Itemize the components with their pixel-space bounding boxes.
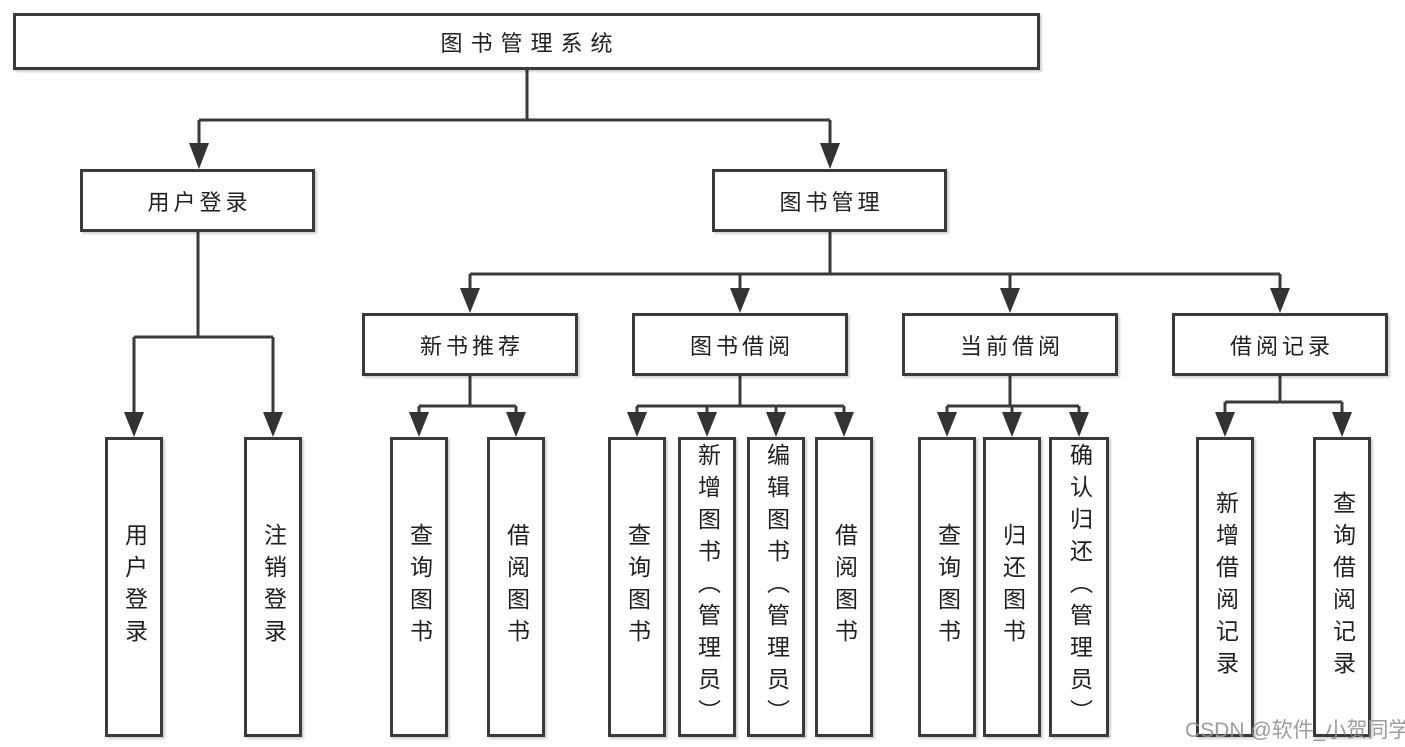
leaf-recommend-search-books: 查询图书 — [390, 437, 448, 737]
arrowhead — [1270, 288, 1290, 313]
leaf-confirm-return-admin: 确认归还（管理员） — [1049, 437, 1109, 737]
arrowhead — [1000, 288, 1020, 313]
leaf-return-books: 归还图书 — [983, 437, 1041, 737]
leaf-logout: 注销登录 — [244, 437, 302, 737]
connector-current-borrow-children — [937, 376, 1089, 437]
connector-borrow-record-children — [1215, 376, 1352, 437]
leaf-borrowing-search-books: 查询图书 — [608, 437, 666, 737]
leaf-add-borrow-record: 新增借阅记录 — [1196, 437, 1254, 737]
arrowhead — [627, 412, 647, 437]
arrowhead — [766, 412, 786, 437]
connector-user-login-children — [124, 232, 283, 437]
leaf-edit-book-admin: 编辑图书（管理员） — [747, 437, 805, 737]
arrowhead — [124, 412, 144, 437]
arrowhead — [820, 143, 840, 169]
node-library-management-system: 图书管理系统 — [13, 13, 1040, 70]
node-user-login: 用户登录 — [80, 169, 315, 232]
node-borrowing-records: 借阅记录 — [1172, 313, 1388, 376]
arrowhead — [506, 412, 526, 437]
arrowhead — [937, 412, 957, 437]
leaf-add-book-admin: 新增图书（管理员） — [678, 437, 736, 737]
arrowhead — [263, 412, 283, 437]
arrowhead — [1215, 412, 1235, 437]
leaf-current-search-books: 查询图书 — [918, 437, 976, 737]
arrowhead — [834, 412, 854, 437]
arrowhead — [697, 412, 717, 437]
connector-new-book-children — [409, 376, 526, 437]
csdn-watermark: CSDN @软件_小贺同学 — [1185, 719, 1405, 742]
node-book-management: 图书管理 — [712, 169, 947, 232]
leaf-search-borrow-record: 查询借阅记录 — [1313, 437, 1371, 737]
arrowhead — [1002, 412, 1022, 437]
connector-root-to-level2 — [189, 70, 840, 169]
arrowhead — [189, 143, 209, 169]
connector-book-management-children — [460, 232, 1290, 313]
arrowhead — [1332, 412, 1352, 437]
leaf-borrow-books: 借阅图书 — [815, 437, 873, 737]
leaf-user-login: 用户登录 — [105, 437, 163, 737]
arrowhead — [730, 288, 750, 313]
node-book-borrowing: 图书借阅 — [632, 313, 848, 376]
arrowhead — [1069, 412, 1089, 437]
leaf-recommend-borrow-books: 借阅图书 — [487, 437, 545, 737]
node-new-book-recommendation: 新书推荐 — [362, 313, 578, 376]
node-current-borrowing: 当前借阅 — [902, 313, 1118, 376]
arrowhead — [409, 412, 429, 437]
connector-book-borrow-children — [627, 376, 854, 437]
arrowhead — [460, 288, 480, 313]
